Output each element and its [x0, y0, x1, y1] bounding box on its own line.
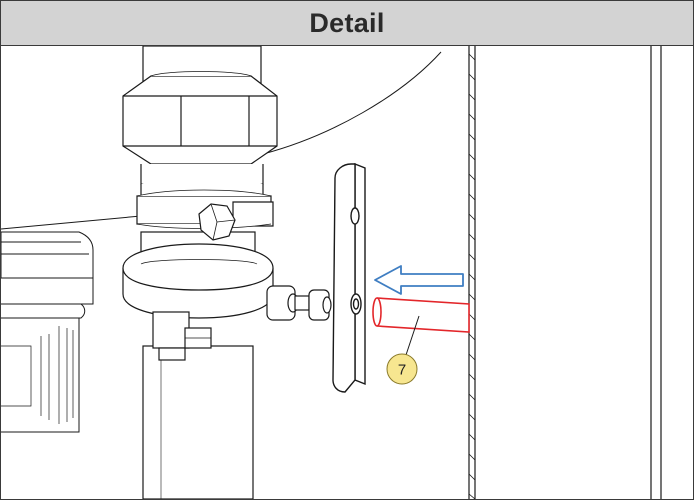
hex-nut	[122, 71, 278, 165]
clamp-tab	[152, 311, 212, 361]
callout-leader-line	[404, 315, 420, 359]
lower-clamp	[122, 243, 274, 319]
technical-drawing: 7	[1, 46, 693, 499]
tank-outline	[1, 51, 442, 230]
title-bar: Detail	[1, 1, 693, 46]
clamp-bolt-hex-icon	[198, 203, 236, 241]
part-7-rod	[372, 297, 470, 333]
callout-number: 7	[398, 362, 406, 379]
mounting-plate	[332, 162, 366, 393]
callout-7: 7	[386, 315, 420, 385]
wall-hatch	[468, 53, 476, 499]
left-fitting	[1, 231, 94, 433]
page-title: Detail	[309, 7, 385, 38]
arrow-left-icon	[374, 265, 464, 295]
side-spigot	[266, 285, 332, 321]
wall-panels	[468, 46, 662, 499]
drawing-canvas: 7	[1, 46, 662, 499]
callout-bubble	[386, 353, 418, 385]
